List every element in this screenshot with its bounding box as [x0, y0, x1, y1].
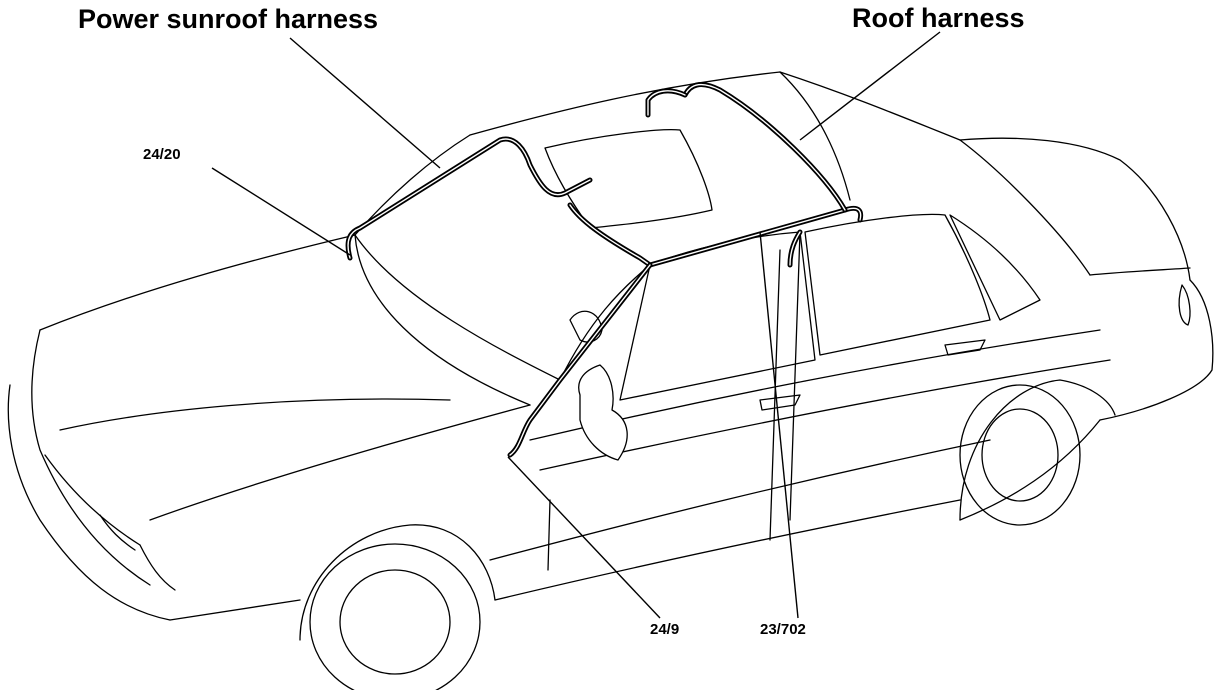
label-power-sunroof-harness: Power sunroof harness	[78, 4, 379, 34]
roof-harness-wire	[507, 82, 864, 458]
label-connector-24-9: 24/9	[650, 621, 680, 638]
label-roof-harness: Roof harness	[852, 3, 1025, 33]
leader-lines	[211, 31, 941, 619]
leader-24-9	[507, 456, 661, 619]
leader-23-702	[759, 231, 799, 619]
leader-power-sunroof	[289, 37, 441, 169]
power-sunroof-harness-wire	[345, 136, 653, 268]
label-connector-24-20: 24/20	[143, 146, 181, 163]
label-connector-23-702: 23/702	[760, 621, 806, 638]
car-body	[7, 71, 1214, 690]
leader-roof-harness	[799, 31, 941, 141]
leader-24-20	[211, 167, 351, 256]
